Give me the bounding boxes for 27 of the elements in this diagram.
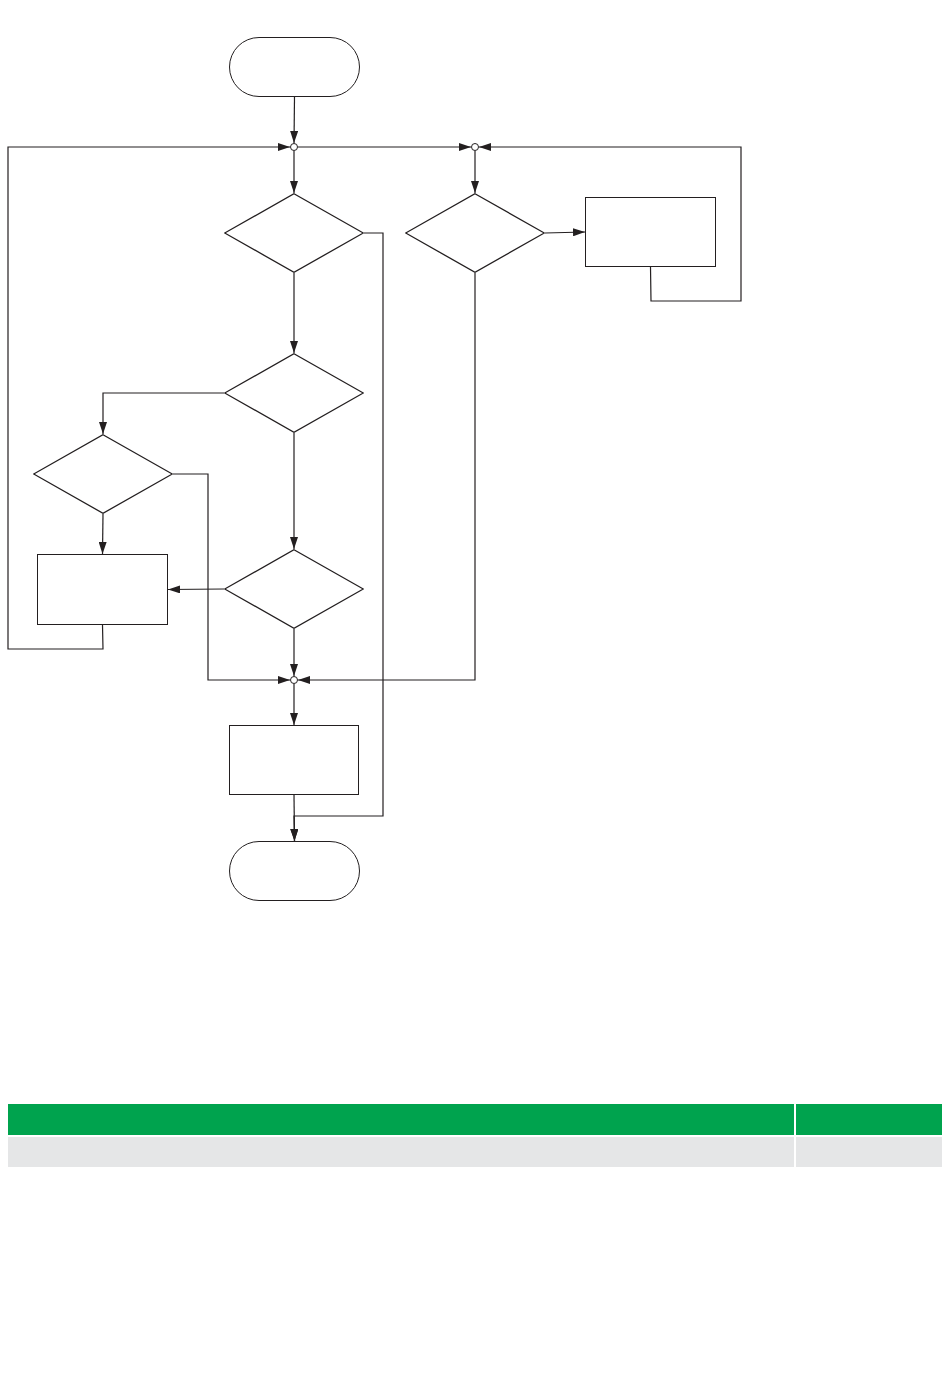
- arrow: [167, 585, 225, 594]
- arrow: [297, 143, 472, 151]
- decision-diamond: [224, 549, 364, 629]
- arrow: [290, 96, 299, 144]
- arrow: [98, 513, 107, 555]
- arrow: [478, 143, 742, 302]
- arrow: [290, 150, 298, 194]
- decision-diamond: [405, 193, 545, 273]
- arrow: [99, 392, 225, 435]
- decision-diamond: [224, 193, 364, 273]
- arrow: [290, 628, 298, 677]
- arrow: [172, 473, 291, 684]
- arrow: [471, 150, 479, 194]
- arrow: [290, 794, 299, 842]
- arrow: [7, 143, 291, 650]
- process-box: [37, 554, 168, 625]
- terminal-shape: [229, 841, 360, 901]
- decision-diamond: [33, 434, 173, 514]
- arrow: [290, 683, 298, 726]
- terminal-shape: [229, 37, 360, 97]
- process-box: [585, 197, 716, 267]
- arrow: [544, 228, 586, 237]
- arrow: [290, 432, 298, 550]
- decision-diamond: [224, 353, 364, 433]
- arrow: [290, 272, 298, 354]
- arrow: [297, 272, 476, 684]
- process-box: [229, 725, 359, 795]
